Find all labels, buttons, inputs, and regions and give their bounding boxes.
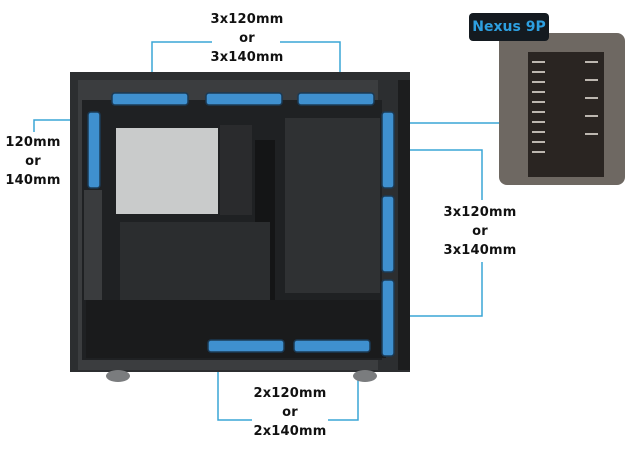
label-line: 140mm <box>5 173 61 188</box>
front-fan-label: 3x120mm or 3x140mm <box>438 203 522 260</box>
label-line: or <box>472 224 488 239</box>
front-fan-3 <box>381 279 395 357</box>
rear-fan-label: 120mm or 140mm <box>2 133 64 190</box>
rear-fan <box>87 111 101 189</box>
label-line: or <box>25 154 41 169</box>
bottom-fan-1 <box>207 339 285 353</box>
label-line: 120mm <box>5 135 61 150</box>
bottom-fan-2 <box>293 339 371 353</box>
bottom-fan-label: 2x120mm or 2x140mm <box>248 384 332 441</box>
top-fan-label: 3x120mm or 3x140mm <box>205 10 289 67</box>
label-line: 3x120mm <box>443 205 517 220</box>
pc-case <box>70 72 410 382</box>
label-line: 2x120mm <box>253 386 327 401</box>
nexus-9p-badge: Nexus 9P <box>469 13 549 41</box>
nexus-hub-photo <box>499 33 625 185</box>
label-line: 2x140mm <box>253 424 327 439</box>
front-fan-2 <box>381 195 395 273</box>
fan-mounts <box>87 92 395 357</box>
top-fan-3 <box>297 92 375 106</box>
callout-lines <box>33 41 500 421</box>
label-line: or <box>239 31 255 46</box>
top-fan-1 <box>111 92 189 106</box>
top-fan-2 <box>205 92 283 106</box>
label-line: 3x120mm <box>210 12 284 27</box>
label-line: or <box>282 405 298 420</box>
label-line: 3x140mm <box>210 50 284 65</box>
psu-shroud-window <box>116 128 218 214</box>
label-line: 3x140mm <box>443 243 517 258</box>
front-fan-1 <box>381 111 395 189</box>
